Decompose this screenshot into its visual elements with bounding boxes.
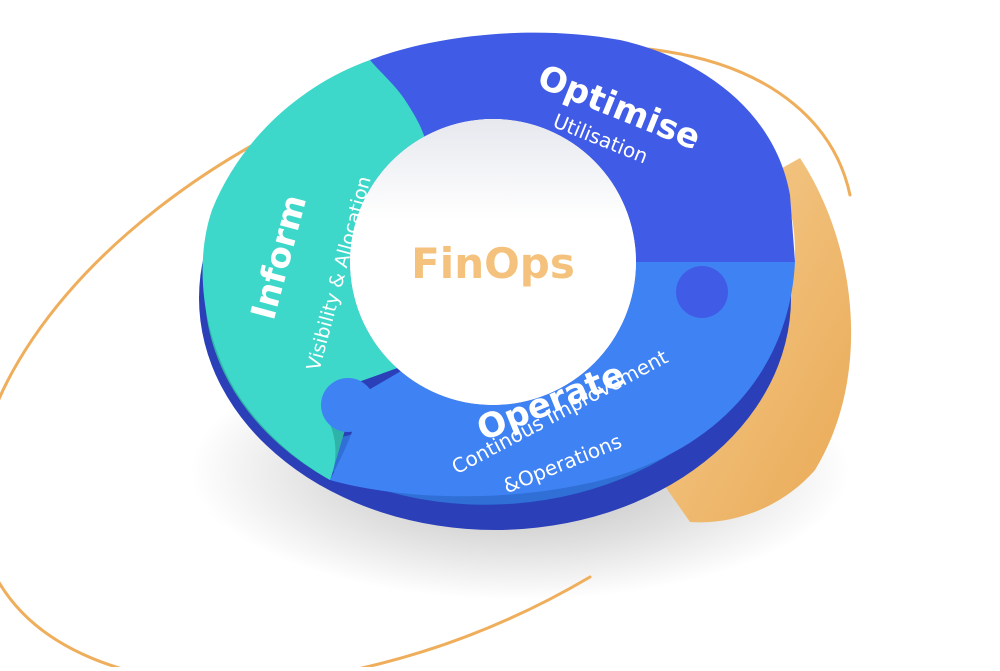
optimise-knob — [402, 74, 462, 134]
inform-knob — [321, 378, 375, 432]
center-hole — [350, 119, 636, 405]
center-label: FinOps — [411, 239, 575, 288]
operate-knob — [676, 266, 728, 318]
segment-inform[interactable] — [202, 60, 430, 480]
orange-orbit-ring — [0, 44, 852, 671]
orange-arc-block — [655, 158, 852, 523]
